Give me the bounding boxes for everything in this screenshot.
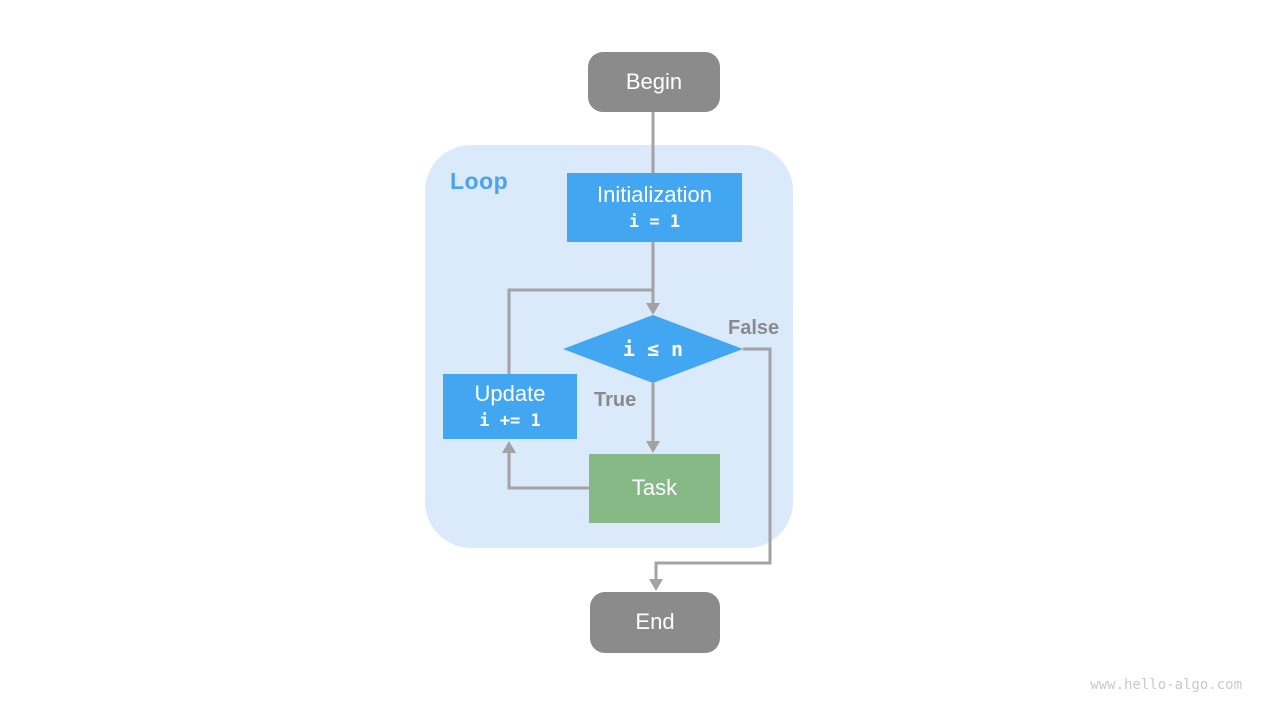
- condition-label: i ≤ n: [622, 337, 684, 361]
- task-label: Task: [631, 475, 678, 501]
- initialization-label: Initialization: [597, 182, 712, 208]
- false-branch-label: False: [728, 317, 780, 339]
- update-label: Update: [474, 381, 546, 407]
- loop-label: Loop: [450, 168, 509, 194]
- update-code: i += 1: [479, 410, 541, 431]
- node-begin: Begin: [588, 52, 720, 112]
- end-label: End: [635, 609, 675, 635]
- node-initialization: Initialization i = 1: [567, 173, 742, 242]
- watermark-text: www.hello-algo.com: [1090, 677, 1242, 693]
- arrowhead-into-condition: [646, 303, 660, 315]
- edge-condition-to-end-false: [654, 347, 772, 579]
- arrowhead-into-update: [502, 441, 516, 453]
- arrowhead-into-end: [649, 579, 663, 591]
- arrowhead-into-task: [646, 441, 660, 453]
- node-update: Update i += 1: [443, 374, 577, 439]
- edge-update-to-condition: [507, 288, 652, 374]
- edge-task-to-update: [507, 453, 589, 490]
- begin-label: Begin: [625, 68, 683, 94]
- true-branch-label: True: [594, 389, 637, 411]
- initialization-code: i = 1: [628, 211, 681, 232]
- node-task: Task: [589, 454, 720, 523]
- node-end: End: [590, 592, 720, 653]
